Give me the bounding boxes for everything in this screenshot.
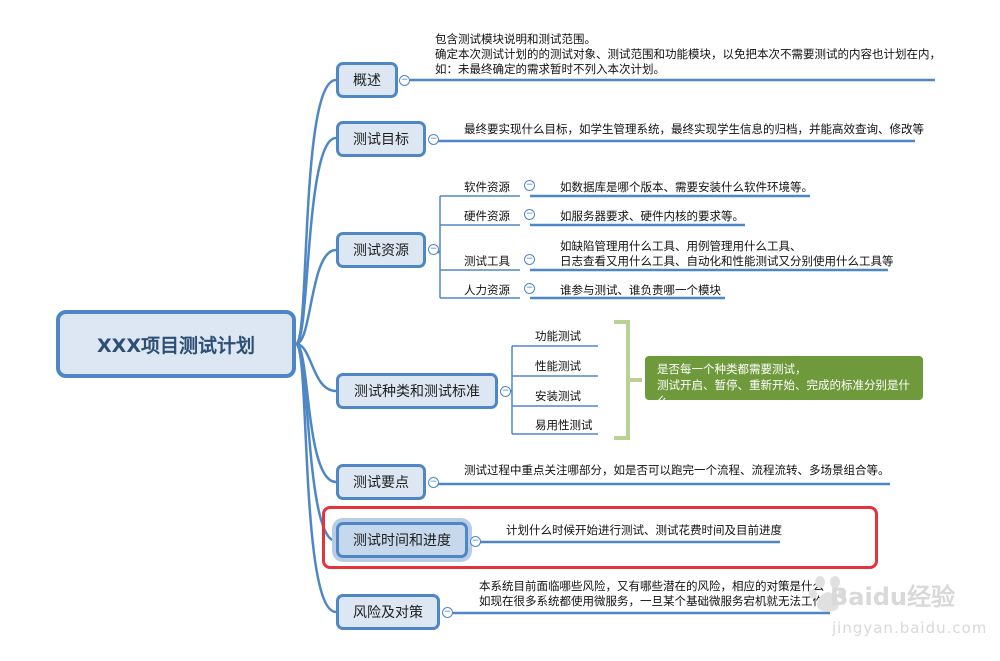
branch-test-schedule[interactable]: 测试时间和进度 <box>336 522 468 558</box>
collapse-icon[interactable]: − <box>524 283 535 294</box>
branch-test-resources[interactable]: 测试资源 <box>336 232 426 268</box>
resource-people[interactable]: 人力资源 <box>464 283 510 297</box>
collapse-icon[interactable]: − <box>524 209 535 220</box>
collapse-icon[interactable]: − <box>524 180 535 191</box>
collapse-icon[interactable]: − <box>399 75 410 86</box>
overview-line-3: 如：未最终确定的需求暂时不列入本次计划。 <box>435 62 665 76</box>
resource-hardware[interactable]: 硬件资源 <box>464 209 510 223</box>
risks-detail-2: 如现在很多系统都使用微服务，一旦某个基础微服务宕机就无法工作 <box>479 594 824 608</box>
overview-line-1: 包含测试模块说明和测试范围。 <box>435 32 596 46</box>
collapse-icon[interactable]: − <box>524 254 535 265</box>
risks-detail-1: 本系统目前面临哪些风险，又有哪些潜在的风险，相应的对策是什么 <box>479 579 824 593</box>
overview-line-2: 确定本次测试计划的的测试对象、测试范围和功能模块，以免把本次不需要测试的内容也计… <box>435 47 941 61</box>
paw-watermark-icon <box>809 576 846 612</box>
watermark-logo: Baidu经验 <box>830 583 955 611</box>
branch-test-points[interactable]: 测试要点 <box>336 464 426 500</box>
resource-software[interactable]: 软件资源 <box>464 180 510 194</box>
collapse-icon[interactable]: − <box>428 134 439 145</box>
collapse-icon[interactable]: − <box>470 536 481 547</box>
watermark-url: jingyan.baidu.com <box>832 619 988 637</box>
branch-overview[interactable]: 概述 <box>336 62 398 98</box>
type-installation[interactable]: 安装测试 <box>535 389 581 403</box>
resource-software-detail: 如数据库是哪个版本、需要安装什么软件环境等。 <box>560 180 813 194</box>
collapse-icon[interactable]: − <box>500 386 511 397</box>
test-schedule-detail: 计划什么时候开始进行测试、测试花费时间及目前进度 <box>506 523 782 537</box>
summary-note[interactable]: 是否每一个种类都需要测试， 测试开启、暂停、重新开始、完成的标准分别是什么 <box>645 356 923 408</box>
resource-tools[interactable]: 测试工具 <box>464 254 510 268</box>
collapse-icon[interactable]: − <box>428 477 439 488</box>
resource-people-detail: 谁参与测试、谁负责哪一个模块 <box>560 283 721 297</box>
branch-test-types[interactable]: 测试种类和测试标准 <box>336 373 498 409</box>
root-topic[interactable]: XXX项目测试计划 <box>56 310 296 378</box>
test-goal-detail: 最终要实现什么目标，如学生管理系统，最终实现学生信息的归档，并能高效查询、修改等 <box>464 122 924 136</box>
branch-risks[interactable]: 风险及对策 <box>336 594 440 630</box>
type-performance[interactable]: 性能测试 <box>535 359 581 373</box>
collapse-icon[interactable]: − <box>428 244 439 255</box>
resource-hardware-detail: 如服务器要求、硬件内核的要求等。 <box>560 209 744 223</box>
collapse-icon[interactable]: − <box>442 607 453 618</box>
summary-line-1: 是否每一个种类都需要测试， <box>657 362 807 376</box>
type-functional[interactable]: 功能测试 <box>535 329 581 343</box>
branch-test-goal[interactable]: 测试目标 <box>336 121 426 157</box>
resource-tools-detail-1: 如缺陷管理用什么工具、用例管理用什么工具、 <box>560 239 802 253</box>
highlight-box <box>322 506 878 569</box>
resource-tools-detail-2: 日志查看又用什么工具、自动化和性能测试又分别使用什么工具等 <box>560 254 894 268</box>
test-points-detail: 测试过程中重点关注哪部分，如是否可以跑完一个流程、流程流转、多场景组合等。 <box>464 463 890 477</box>
summary-line-2: 测试开启、暂停、重新开始、完成的标准分别是什么 <box>657 378 910 408</box>
type-usability[interactable]: 易用性测试 <box>535 418 593 432</box>
